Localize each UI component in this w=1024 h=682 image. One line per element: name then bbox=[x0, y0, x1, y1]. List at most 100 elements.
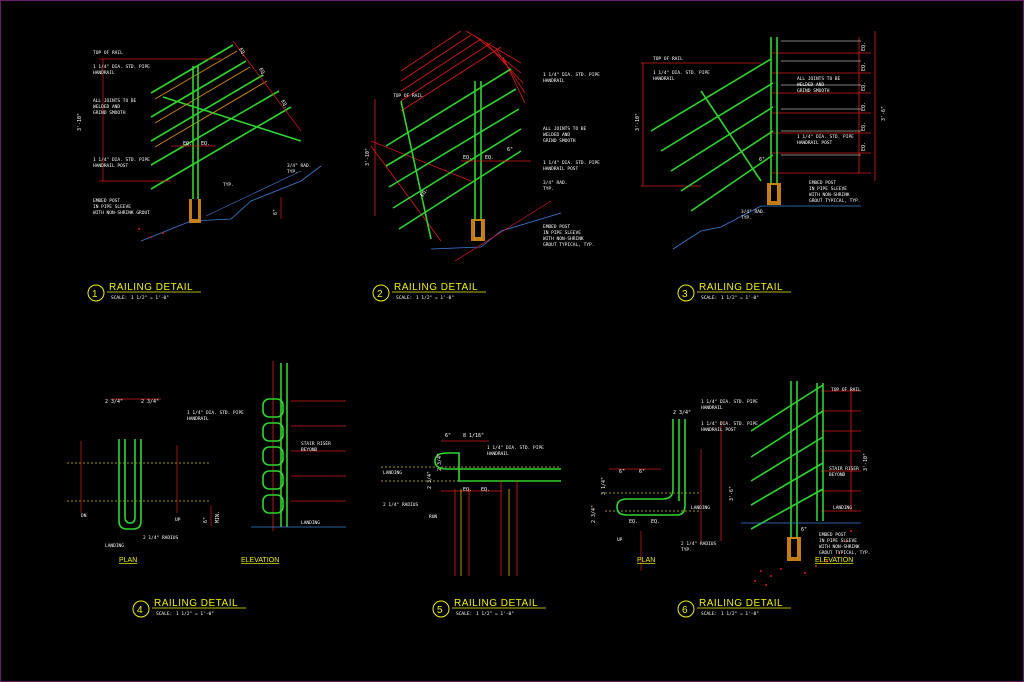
detail-6-note-embed-2: IN PIPE SLEEVE bbox=[819, 538, 857, 544]
detail-1-dim-rad: 3/4" RAD. bbox=[287, 163, 311, 169]
detail-3-note-typ: TYP. bbox=[741, 215, 752, 221]
detail-2-scale: 1 1/2" = 1'-0" bbox=[416, 295, 454, 301]
detail-6-scale-label: SCALE: bbox=[701, 611, 717, 617]
detail-5-number: 5 bbox=[437, 605, 443, 616]
detail-3-note-handrail: HANDRAIL bbox=[653, 76, 675, 82]
detail-4-scale: 1 1/2" = 1'-0" bbox=[176, 611, 214, 617]
detail-1-dim-eq-e: EQ. bbox=[279, 99, 289, 110]
detail-6-note-top-of-rail: TOP OF RAIL bbox=[831, 387, 861, 393]
detail-3-number: 3 bbox=[682, 289, 688, 300]
detail-1-dim-6: 6" bbox=[273, 209, 279, 215]
detail-3-dim-6: 6" bbox=[759, 157, 765, 163]
detail-1-title: RAILING DETAIL bbox=[109, 282, 193, 293]
detail-4-plan-label: PLAN bbox=[119, 557, 137, 564]
detail-1-scale-label: SCALE: bbox=[111, 295, 127, 301]
detail-6-dim-3: 3 1/4" bbox=[601, 477, 607, 495]
detail-5-note-landing: LANDING bbox=[383, 470, 402, 476]
detail-1-dim-eq-d: EQ. bbox=[257, 67, 267, 78]
detail-6-plan-label: PLAN bbox=[637, 557, 655, 564]
detail-5-title-block: 5 RAILING DETAIL SCALE: 1 1/2" = 1'-0" bbox=[432, 598, 546, 618]
detail-2-note-embed-4: GROUT TYPICAL, TYP. bbox=[543, 242, 594, 248]
detail-3-dim-eq-a: EQ. bbox=[861, 42, 867, 51]
detail-5-note-run: RUN bbox=[429, 514, 437, 520]
detail-2-note-embed-2: IN PIPE SLEEVE bbox=[543, 230, 581, 236]
detail-2-note-post-pipe: 1 1/4" DIA. STD. PIPE bbox=[543, 160, 600, 166]
detail-1-dim-typ-2: TYP. bbox=[223, 182, 234, 188]
detail-5-note-pipe: 1 1/4" DIA. STD. PIPE bbox=[487, 445, 544, 451]
detail-3-note-embed-1: EMBED POST bbox=[809, 180, 836, 186]
detail-2-dim-eq-b: EQ. bbox=[485, 155, 494, 161]
detail-4-note-dn: DN bbox=[81, 513, 87, 519]
detail-3-note-rad: 3/4" RAD. bbox=[741, 209, 765, 215]
detail-3-note-joints-3: GRIND SMOOTH bbox=[797, 88, 830, 94]
detail-5-dim-b: 2 3/4" bbox=[437, 453, 443, 471]
detail-4-note-landing-plan: LANDING bbox=[105, 543, 124, 549]
detail-1-note-joints-2: WELDED AND bbox=[93, 104, 120, 110]
detail-5-title: RAILING DETAIL bbox=[454, 598, 538, 609]
detail-1-note-embed-3: WITH NON-SHRINK GROUT bbox=[93, 210, 150, 216]
detail-2-dim-eq-c: EQ. bbox=[420, 187, 430, 198]
detail-1-dim-eq-c: EQ. bbox=[237, 47, 247, 58]
detail-4-note-beyond: BEYOND bbox=[301, 447, 318, 453]
detail-6-dim-eq-a: EQ. bbox=[629, 519, 638, 525]
detail-4-note-riser: STAIR RISER bbox=[301, 441, 331, 447]
detail-4-note-handrail: HANDRAIL bbox=[187, 416, 209, 422]
detail-5-scale-label: SCALE: bbox=[456, 611, 472, 617]
detail-3-drawing: TOP OF RAIL 1 1/4" DIA. STD. PIPE HANDRA… bbox=[635, 31, 887, 250]
detail-2-scale-label: SCALE: bbox=[396, 295, 412, 301]
detail-6-note-handrail: HANDRAIL bbox=[701, 405, 723, 411]
detail-3-note-post-pipe: 1 1/4" DIA. STD. PIPE bbox=[797, 134, 854, 140]
detail-2-note-rad: 3/4" RAD. bbox=[543, 180, 567, 186]
detail-6-title-block: 6 RAILING DETAIL SCALE: 1 1/2" = 1'-0" bbox=[677, 598, 791, 618]
detail-2-note-post: HANDRAIL POST bbox=[543, 166, 579, 172]
detail-4-title: RAILING DETAIL bbox=[154, 598, 238, 609]
detail-6-note-embed-3: WITH NON-SHRINK bbox=[819, 544, 860, 550]
detail-6-note-pipe: 1 1/4" DIA. STD. PIPE bbox=[701, 399, 758, 405]
detail-4-note-pipe: 1 1/4" DIA. STD. PIPE bbox=[187, 410, 244, 416]
detail-5-dim-eq-a: EQ. bbox=[463, 487, 472, 493]
detail-3-scale: 1 1/2" = 1'-0" bbox=[721, 295, 759, 301]
detail-2-note-joints-2: WELDED AND bbox=[543, 132, 570, 138]
detail-6-note-landing-plan: LANDING bbox=[691, 505, 710, 511]
detail-4-note-landing-elev: LANDING bbox=[301, 520, 320, 526]
detail-1-note-embed-2: IN PIPE SLEEVE bbox=[93, 204, 131, 210]
detail-6-dim-6: 6" bbox=[801, 527, 807, 533]
detail-4-dim-a: 2 3/4" bbox=[105, 399, 123, 405]
detail-5-drawing: 6" 8 1/16" 2 3/4" 2 3/4" EQ. EQ. 1 1/4" … bbox=[381, 433, 561, 576]
detail-3-note-embed-3: WITH NON-SHRINK bbox=[809, 192, 850, 198]
detail-3-note-top-of-rail: TOP OF RAIL bbox=[653, 56, 683, 62]
detail-6-scale: 1 1/2" = 1'-0" bbox=[721, 611, 759, 617]
detail-6-note-embed-4: GROUT TYPICAL, TYP. bbox=[819, 550, 870, 556]
detail-3-title: RAILING DETAIL bbox=[699, 282, 783, 293]
detail-1-note-post-pipe: 1 1/4" DIA. STD. PIPE bbox=[93, 157, 150, 163]
detail-2-note-handrail: HANDRAIL bbox=[543, 78, 565, 84]
detail-2-dim-6: 6" bbox=[507, 147, 513, 153]
detail-1-scale: 1 1/2" = 1'-0" bbox=[131, 295, 169, 301]
detail-1-number-circle bbox=[87, 284, 105, 302]
detail-2-note-embed-3: WITH NON-SHRINK bbox=[543, 236, 584, 242]
detail-4-note-radius: 2 1/4" RADIUS bbox=[143, 535, 179, 541]
detail-6-title: RAILING DETAIL bbox=[699, 598, 783, 609]
detail-1-dim-typ: TYP. bbox=[287, 169, 298, 175]
detail-6-dim-h1: 3'-6" bbox=[729, 486, 735, 501]
detail-6-dim-b: 2 3/4" bbox=[591, 505, 597, 523]
detail-4-number: 4 bbox=[137, 605, 143, 616]
detail-6-dim-6a: 6" bbox=[619, 469, 625, 475]
detail-5-note-handrail: HANDRAIL bbox=[487, 451, 509, 457]
detail-1-note-post: HANDRAIL POST bbox=[93, 163, 129, 169]
detail-5-scale: 1 1/2" = 1'-0" bbox=[476, 611, 514, 617]
detail-2-note-joints-1: ALL JOINTS TO BE bbox=[543, 126, 587, 132]
detail-4-note-up: UP bbox=[175, 517, 181, 523]
detail-2-note-joints-3: GRIND SMOOTH bbox=[543, 138, 576, 144]
detail-2-number: 2 bbox=[377, 289, 383, 300]
detail-1-title-block: 1 RAILING DETAIL SCALE: 1 1/2" = 1'-0" bbox=[87, 282, 201, 302]
detail-1-dim-eq-b: EQ. bbox=[201, 141, 210, 147]
detail-6-dim-eq-b: EQ. bbox=[651, 519, 660, 525]
detail-2-note-top-of-rail: TOP OF RAIL bbox=[393, 93, 423, 99]
detail-4-elevation-label: ELEVATION bbox=[241, 557, 279, 564]
detail-6-drawing: 2 3/4" 6" 6" 3 1/4" 2 3/4" EQ. EQ. 3'-6"… bbox=[591, 381, 870, 586]
detail-2-title: RAILING DETAIL bbox=[394, 282, 478, 293]
detail-6-number: 6 bbox=[682, 605, 688, 616]
